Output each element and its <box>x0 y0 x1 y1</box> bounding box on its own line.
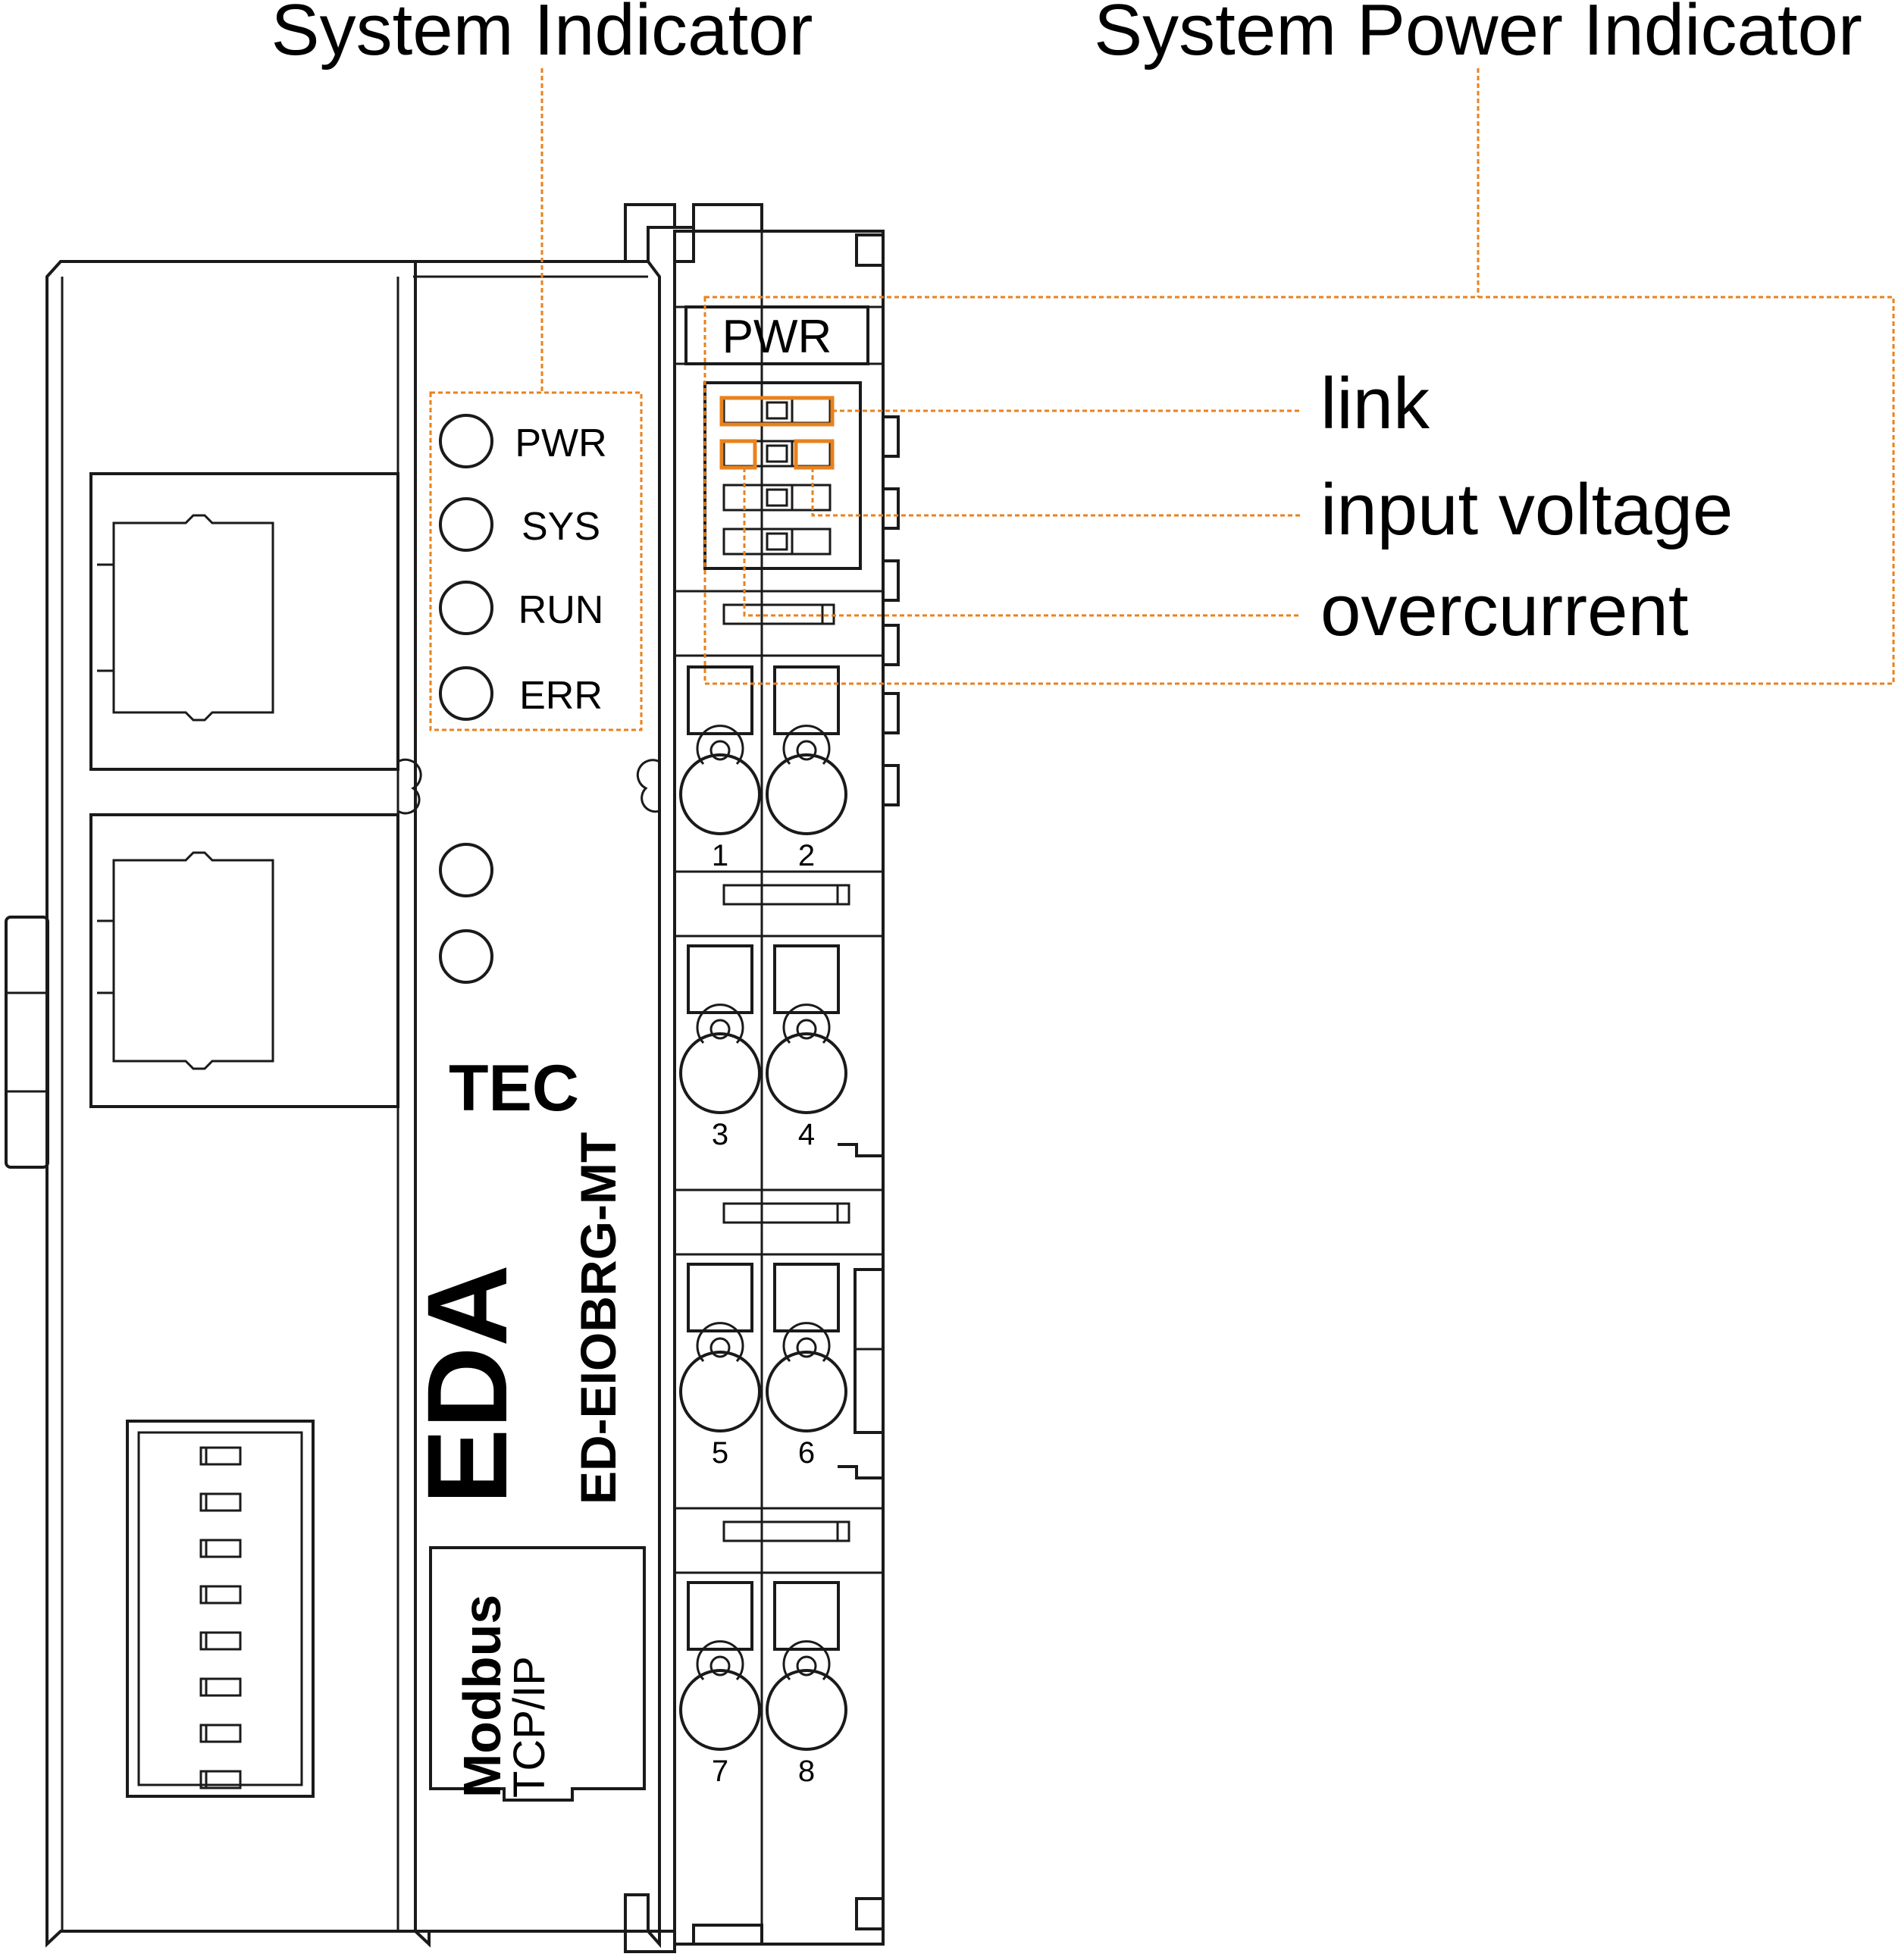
input-voltage-callout <box>719 439 1300 517</box>
led-sys-label: SYS <box>522 505 600 549</box>
protocol-line1: Modbus <box>453 1595 512 1798</box>
side-tab <box>883 559 900 602</box>
terminal-3[interactable]: 3 <box>679 944 761 1151</box>
dip-switch[interactable] <box>199 1770 242 1789</box>
side-tab <box>883 764 900 806</box>
dip-switch[interactable] <box>199 1446 242 1466</box>
release-button[interactable] <box>773 665 840 735</box>
terminal-number: 8 <box>798 1755 815 1788</box>
side-tab <box>883 415 900 458</box>
power-led-slot <box>722 484 832 512</box>
release-button[interactable] <box>687 1263 753 1332</box>
system-indicator-title: System Indicator <box>271 0 813 70</box>
power-led <box>766 401 788 420</box>
system-indicator-group: PWR SYS RUN ERR <box>439 414 607 721</box>
terminal-5[interactable]: 5 <box>679 1263 761 1470</box>
led-sys: SYS <box>439 497 600 552</box>
dip-switch[interactable] <box>199 1677 242 1697</box>
power-led-slot <box>722 528 832 556</box>
led-err: ERR <box>439 666 603 721</box>
system-power-indicator-title: System Power Indicator <box>1094 0 1862 70</box>
terminal-separator <box>675 870 883 938</box>
terminal-number: 4 <box>798 1118 815 1151</box>
system-indicator-callout <box>429 68 643 731</box>
terminal-number: 3 <box>712 1118 728 1151</box>
eda-logo: EDA TEC <box>403 1052 579 1504</box>
led-pwr: PWR <box>439 414 607 468</box>
power-terminal-module: PWR 1 2 3 4 5 6 7 8 <box>624 203 900 1953</box>
side-tab <box>883 624 900 666</box>
model-name: ED-EIOBRG-MT <box>570 1132 626 1504</box>
led-pwr-lamp <box>439 414 493 468</box>
logo-text: EDA <box>403 1264 531 1504</box>
link-callout <box>719 396 1300 427</box>
terminal-number: 6 <box>798 1436 815 1470</box>
wire-entry[interactable] <box>679 1032 761 1114</box>
power-led-slot <box>722 440 832 468</box>
terminal-number: 1 <box>712 839 728 872</box>
side-tab <box>883 692 900 734</box>
system-power-indicator-callout <box>703 68 1895 685</box>
release-button[interactable] <box>687 944 753 1014</box>
terminal-6[interactable]: 6 <box>766 1263 847 1470</box>
dip-switch[interactable] <box>199 1539 242 1558</box>
release-button[interactable] <box>773 1263 840 1332</box>
wire-entry[interactable] <box>679 753 761 835</box>
wire-entry[interactable] <box>679 1351 761 1432</box>
side-tab <box>883 487 900 530</box>
led-pwr-label: PWR <box>515 421 606 465</box>
terminal-number: 5 <box>712 1436 728 1470</box>
led-run: RUN <box>439 581 604 635</box>
release-button[interactable] <box>773 944 840 1014</box>
dip-switch[interactable] <box>199 1724 242 1743</box>
release-button[interactable] <box>687 665 753 735</box>
wire-entry[interactable] <box>766 1669 847 1751</box>
ethernet-port-2[interactable] <box>89 813 399 1108</box>
dip-switch[interactable] <box>199 1631 242 1651</box>
terminal-2[interactable]: 2 <box>766 665 847 872</box>
input-voltage-label: input voltage <box>1320 469 1733 550</box>
protocol-label-box: Modbus TCP/IP <box>429 1546 646 1802</box>
terminal-1[interactable]: 1 <box>679 665 761 872</box>
slot-bar <box>722 1520 850 1542</box>
logo-sup: TEC <box>449 1052 579 1125</box>
led-err-label: ERR <box>519 674 603 718</box>
terminal-4[interactable]: 4 <box>766 944 847 1151</box>
overcurrent-callout <box>743 468 1300 617</box>
wire-entry[interactable] <box>766 753 847 835</box>
wire-entry[interactable] <box>766 1032 847 1114</box>
overcurrent-label: overcurrent <box>1320 570 1689 651</box>
dip-switch-block[interactable] <box>126 1420 315 1798</box>
release-button[interactable] <box>773 1581 840 1651</box>
led-sys-lamp <box>439 497 493 552</box>
terminal-number: 2 <box>798 839 815 872</box>
dip-switch[interactable] <box>199 1492 242 1512</box>
dip-switch[interactable] <box>199 1585 242 1605</box>
power-led <box>766 444 788 463</box>
extra-led-2 <box>439 929 493 984</box>
wire-entry[interactable] <box>766 1351 847 1432</box>
led-err-lamp <box>439 666 493 721</box>
power-led <box>766 488 788 507</box>
wire-entry[interactable] <box>679 1669 761 1751</box>
link-label: link <box>1320 363 1430 444</box>
ethernet-port-1[interactable] <box>89 472 399 771</box>
release-button[interactable] <box>687 1581 753 1651</box>
terminal-8[interactable]: 8 <box>766 1581 847 1788</box>
pwr-module-label: PWR <box>722 311 832 363</box>
slot-bar <box>722 1202 850 1224</box>
terminal-7[interactable]: 7 <box>679 1581 761 1788</box>
led-run-lamp <box>439 581 493 635</box>
terminal-separator <box>675 1507 883 1574</box>
terminal-number: 7 <box>712 1755 728 1788</box>
extra-led-1 <box>439 843 493 897</box>
slot-bar <box>722 884 850 906</box>
led-run-label: RUN <box>518 588 604 632</box>
protocol-line2: TCP/IP <box>505 1656 554 1798</box>
power-led <box>766 532 788 551</box>
terminal-separator <box>675 1188 883 1256</box>
controller-housing <box>5 260 661 1949</box>
din-rail-clip <box>5 916 49 1169</box>
